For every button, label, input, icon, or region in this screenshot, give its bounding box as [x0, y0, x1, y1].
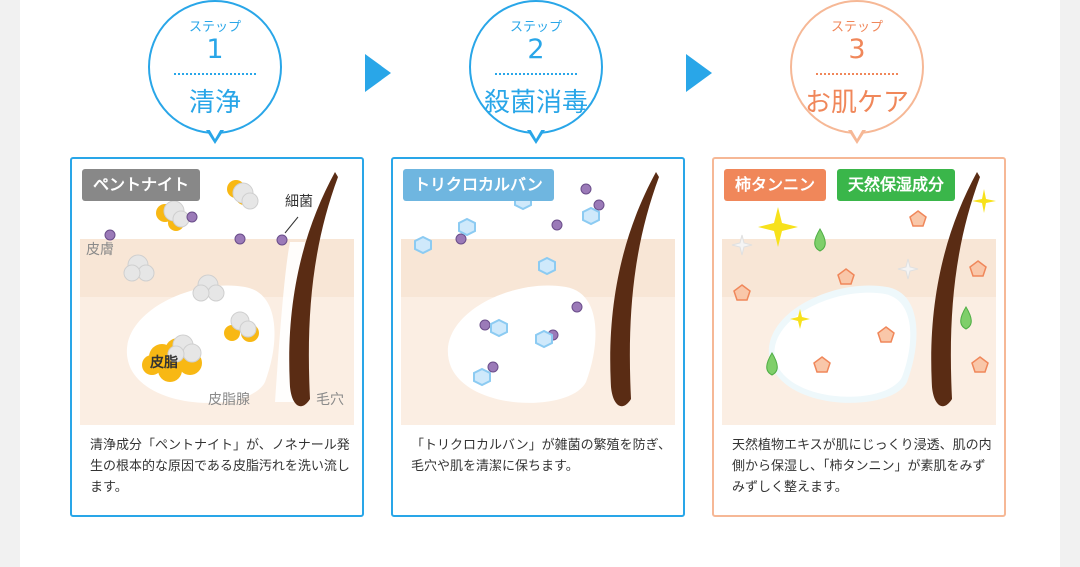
step-2-card: トリクロカルバン 「トリクロカルバン」が雑菌の繁殖を防ぎ、毛穴や肌を清潔に保ちま… — [391, 157, 685, 517]
step-3: ステップ 3 お肌ケア — [712, 0, 1008, 520]
step-1-bubble: ステップ 1 清浄 — [148, 0, 282, 134]
divider — [816, 73, 898, 75]
sebum-label: 皮脂 — [150, 355, 178, 371]
step-3-bubble: ステップ 3 お肌ケア — [790, 0, 924, 134]
play-arrow-icon — [686, 54, 712, 92]
divider — [495, 73, 577, 75]
step-title: 殺菌消毒 — [483, 88, 588, 118]
step-label: ステップ — [188, 20, 241, 35]
step-label: ステップ — [509, 20, 562, 35]
step-label: ステップ — [830, 20, 883, 35]
bubble-pointer — [206, 127, 224, 144]
gland-label: 皮脂腺 — [208, 392, 250, 408]
cleansing-illustration: 皮膚 細菌 皮脂 皮脂腺 毛穴 — [80, 167, 354, 425]
bubble-pointer — [848, 127, 866, 144]
pore-label: 毛穴 — [316, 392, 344, 408]
ingredient-tag-moisturizer: 天然保湿成分 — [837, 169, 956, 201]
ingredient-tag-persimmon: 柿タンニン — [724, 169, 827, 201]
steps-panel: ステップ 1 清浄 — [20, 0, 1060, 567]
skin-label: 皮膚 — [86, 242, 114, 258]
ingredient-tag: トリクロカルバン — [403, 169, 554, 201]
step-description: 清浄成分「ペントナイト」が、ノネナール発生の根本的な原因である皮脂汚れを洗い流し… — [90, 438, 350, 495]
bubble-pointer — [527, 127, 545, 144]
divider — [174, 73, 256, 75]
step-1-card: 皮膚 細菌 皮脂 皮脂腺 毛穴 ペントナイト 清浄成分「ペントナイト」が、ノネナ… — [70, 157, 364, 517]
step-title: お肌ケア — [804, 88, 909, 118]
skincare-illustration — [722, 167, 996, 425]
step-description: 「トリクロカルバン」が雑菌の繁殖を防ぎ、毛穴や肌を清潔に保ちます。 — [411, 438, 672, 474]
step-3-card: 柿タンニン 天然保湿成分 天然植物エキスが肌にじっくり浸透、肌の内側から保湿し、… — [712, 157, 1006, 517]
step-number: 3 — [848, 34, 866, 65]
bacteria-label: 細菌 — [285, 194, 313, 210]
ingredient-tag: ペントナイト — [82, 169, 201, 201]
step-2: ステップ 2 殺菌消毒 — [391, 0, 687, 520]
step-description: 天然植物エキスが肌にじっくり浸透、肌の内側から保湿し、「柿タンニン」が素肌をみず… — [732, 438, 992, 495]
sterilization-illustration — [401, 167, 675, 425]
step-2-bubble: ステップ 2 殺菌消毒 — [469, 0, 603, 134]
step-number: 1 — [206, 34, 224, 65]
play-arrow-icon — [365, 54, 391, 92]
step-1: ステップ 1 清浄 — [70, 0, 366, 520]
step-number: 2 — [527, 34, 545, 65]
step-title: 清浄 — [188, 88, 241, 118]
